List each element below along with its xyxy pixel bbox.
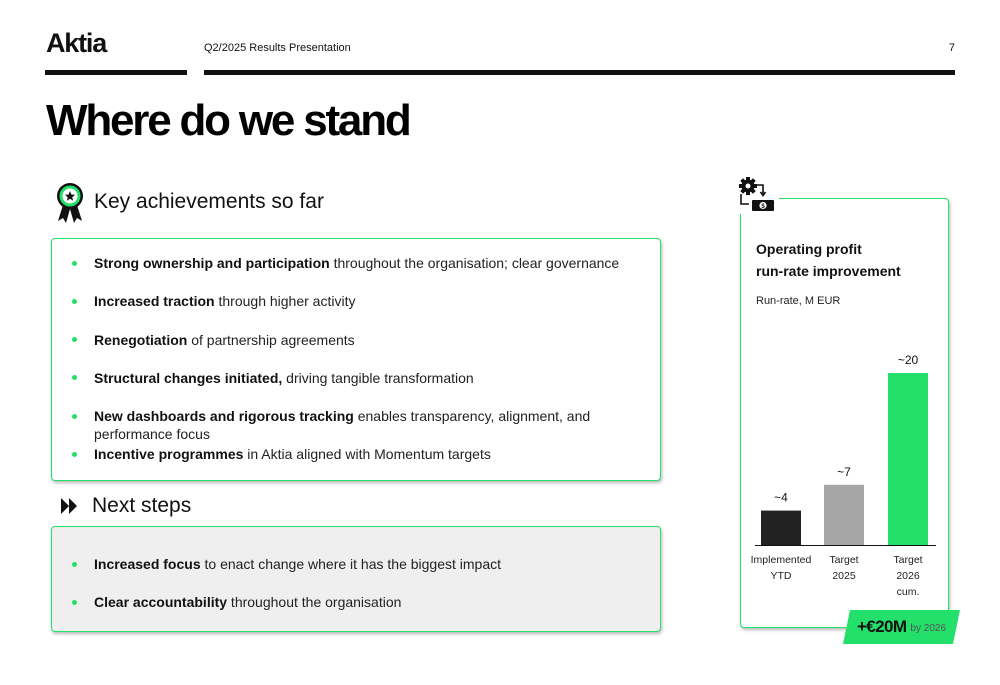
category-label: 2026 [896,570,920,582]
target-badge: +€20M by 2026 [843,610,960,644]
achievements-header: Key achievements so far [56,179,324,225]
category-label: 2025 [832,570,856,582]
list-item-bold: Renegotiation [94,331,188,348]
list-item: New dashboards and rigorous tracking ena… [70,407,660,445]
aktia-logo: Aktia [46,28,107,58]
bar-value-label: ~4 [774,491,788,505]
list-item-bold: Incentive programmes [94,446,244,463]
svg-text:$: $ [761,204,765,210]
list-item-text: driving tangible transformation [282,369,474,386]
presentation-subtitle: Q2/2025 Results Presentation [204,42,351,54]
category-label: cum. [897,586,920,598]
list-item: Clear accountability throughout the orga… [70,593,660,631]
list-item: Strong ownership and participation throu… [70,254,660,292]
badge-value: +€20M [856,617,907,636]
chart-title-line-1: Operating profit [756,241,862,257]
list-item: Renegotiation of partnership agreements [70,331,660,369]
list-item-text: in Aktia aligned with Momentum targets [243,446,491,463]
achievements-list: Strong ownership and participation throu… [52,239,660,484]
page-title: Where do we stand [46,96,412,145]
achievements-card: Strong ownership and participation throu… [51,238,661,481]
header-rule-left [45,70,187,75]
list-item-text: throughout the organisation; clear gover… [329,255,620,271]
list-item: Structural changes initiated, driving ta… [70,369,660,407]
fast-forward-icon [61,498,77,514]
category-label: YTD [771,570,792,582]
category-label: Implemented [751,554,812,566]
list-item-text: enables transparency, alignment, and per… [94,408,591,443]
list-item-bold: New dashboards and rigorous tracking [94,408,354,425]
achievements-heading: Key achievements so far [94,190,324,213]
award-ribbon-icon [57,183,83,223]
list-item-bold: Clear accountability [94,594,228,610]
list-item: Increased focus to enact change where it… [70,555,660,593]
category-label: Target [829,554,858,566]
chart-unit-label: Run-rate, M EUR [756,295,841,307]
bar [824,484,864,545]
list-item-bold: Structural changes initiated, [94,369,283,386]
next-steps-heading: Next steps [92,494,192,517]
category-label: Target [893,554,922,566]
next-steps-list: Increased focus to enact change where it… [52,527,660,631]
list-item: Incentive programmes in Aktia aligned wi… [70,445,660,483]
bar-value-label: ~20 [898,353,919,367]
list-item-text: to enact change where it has the biggest… [200,556,502,572]
bar [761,510,801,545]
list-item-bold: Increased traction [94,293,215,310]
list-item-text: throughout the organisation [227,594,402,610]
list-item-text: of partnership agreements [187,331,355,348]
next-steps-card: Increased focus to enact change where it… [51,526,661,632]
chart-title-line-2: run-rate improvement [756,263,901,279]
next-steps-header: Next steps [56,493,191,519]
list-item-text: through higher activity [214,293,356,310]
list-item: Increased traction through higher activi… [70,292,660,330]
gear-money-icon: $ [735,174,779,214]
bar-value-label: ~7 [837,465,851,479]
page-number: 7 [948,42,955,54]
badge-suffix: by 2026 [910,623,947,634]
list-item-bold: Strong ownership and participation [94,255,330,271]
header-rule-right [204,70,955,75]
bar [888,373,928,545]
list-item-bold: Increased focus [94,556,201,572]
chart-title: Operating profit run-rate improvement [756,238,941,282]
